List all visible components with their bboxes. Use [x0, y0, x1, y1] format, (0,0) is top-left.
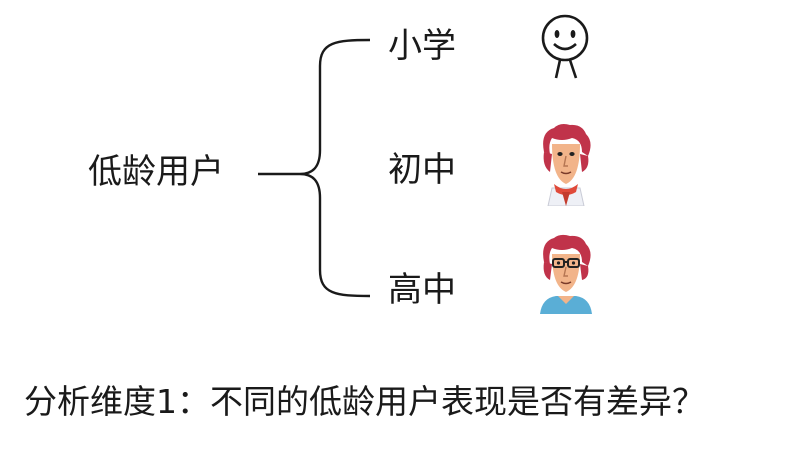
root-node-label: 低龄用户 [88, 152, 224, 192]
stick-figure-icon [541, 14, 589, 79]
red-hair-teen-icon [543, 124, 591, 206]
red-hair-glasses-teen-icon [540, 234, 592, 314]
branch-label-senior: 高中 [388, 270, 456, 310]
analysis-caption: 分析维度1：不同的低龄用户表现是否有差异？ [24, 382, 705, 421]
branch-label-junior: 初中 [388, 150, 456, 190]
branch-label-primary: 小学 [388, 26, 456, 66]
curly-brace [299, 38, 371, 298]
